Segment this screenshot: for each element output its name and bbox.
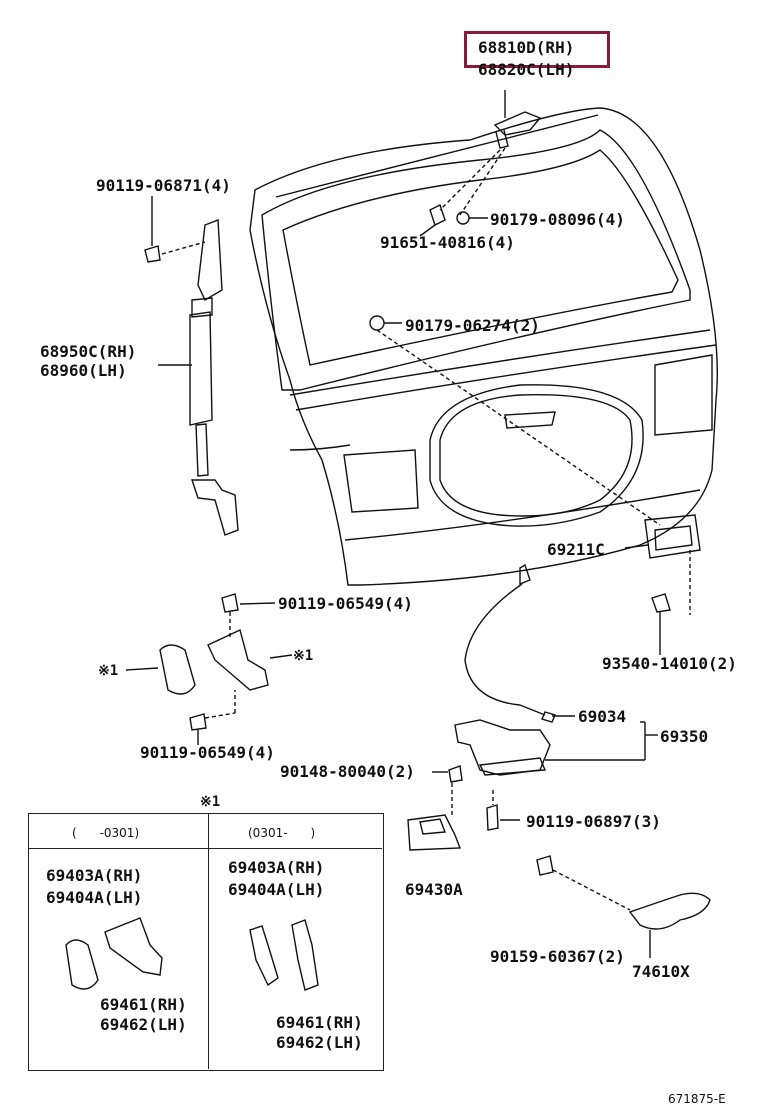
table-header-rule	[28, 848, 382, 849]
label-nut-06274[interactable]: 90179-06274(2)	[405, 316, 540, 335]
table-col1-line2[interactable]: 69404A(LH)	[46, 888, 143, 907]
table-col2-header: (0301- )	[248, 826, 316, 840]
label-bolt-06897[interactable]: 90119-06897(3)	[526, 812, 661, 831]
label-bolt-hinge-top[interactable]: 90119-06871(4)	[96, 176, 231, 195]
label-handle[interactable]: 69211C	[547, 540, 605, 559]
label-screw-60367[interactable]: 90159-60367(2)	[490, 947, 625, 966]
lock-and-cable	[407, 563, 658, 851]
diagram-id: 671875-E	[668, 1092, 726, 1106]
label-bolt-06549-bot[interactable]: 90119-06549(4)	[140, 743, 275, 762]
variant-table	[28, 813, 384, 1071]
label-bolt-06549-top[interactable]: 90119-06549(4)	[278, 594, 413, 613]
table-col2-line1[interactable]: 69403A(RH)	[228, 858, 325, 877]
label-screw-14010[interactable]: 93540-14010(2)	[602, 654, 737, 673]
label-stud-40816[interactable]: 91651-40816(4)	[380, 233, 515, 252]
label-nut-08096[interactable]: 90179-08096(4)	[490, 210, 625, 229]
table-col2-line2[interactable]: 69404A(LH)	[228, 880, 325, 899]
label-hinge-lh[interactable]: 68820C(LH)	[478, 60, 575, 79]
table-part-sketches	[65, 917, 319, 991]
stud-and-nut	[369, 204, 661, 526]
label-striker[interactable]: 69430A	[405, 880, 463, 899]
table-col2-line3[interactable]: 69461(RH)	[276, 1013, 363, 1032]
hinge-part	[439, 90, 542, 216]
label-pull-handle[interactable]: 74610X	[632, 962, 690, 981]
label-bolt-80040[interactable]: 90148-80040(2)	[280, 762, 415, 781]
table-col2-line4[interactable]: 69462(LH)	[276, 1033, 363, 1052]
table-col1-line4[interactable]: 69462(LH)	[100, 1015, 187, 1034]
label-stay-lh[interactable]: 68960(LH)	[40, 361, 127, 380]
back-door-handle	[624, 514, 701, 655]
label-lock-assy[interactable]: 69350	[660, 727, 709, 746]
table-col1-line3[interactable]: 69461(RH)	[100, 995, 187, 1014]
highlight-box	[464, 31, 610, 68]
label-hinge-rh[interactable]: 68810D(RH)	[478, 38, 575, 57]
table-column-rule	[208, 813, 209, 1069]
table-col1-header: ( -0301)	[72, 826, 140, 840]
label-stay-rh[interactable]: 68950C(RH)	[40, 342, 137, 361]
pull-handle	[536, 855, 711, 958]
back-door-panel	[249, 107, 718, 586]
label-cable[interactable]: 69034	[578, 707, 627, 726]
table-mark: ※1	[200, 794, 221, 810]
label-mark-left: ※1	[98, 663, 119, 679]
striker-covers	[125, 593, 293, 745]
table-col1-line1[interactable]: 69403A(RH)	[46, 866, 143, 885]
stay-damper	[144, 196, 239, 536]
label-mark-right: ※1	[293, 648, 314, 664]
